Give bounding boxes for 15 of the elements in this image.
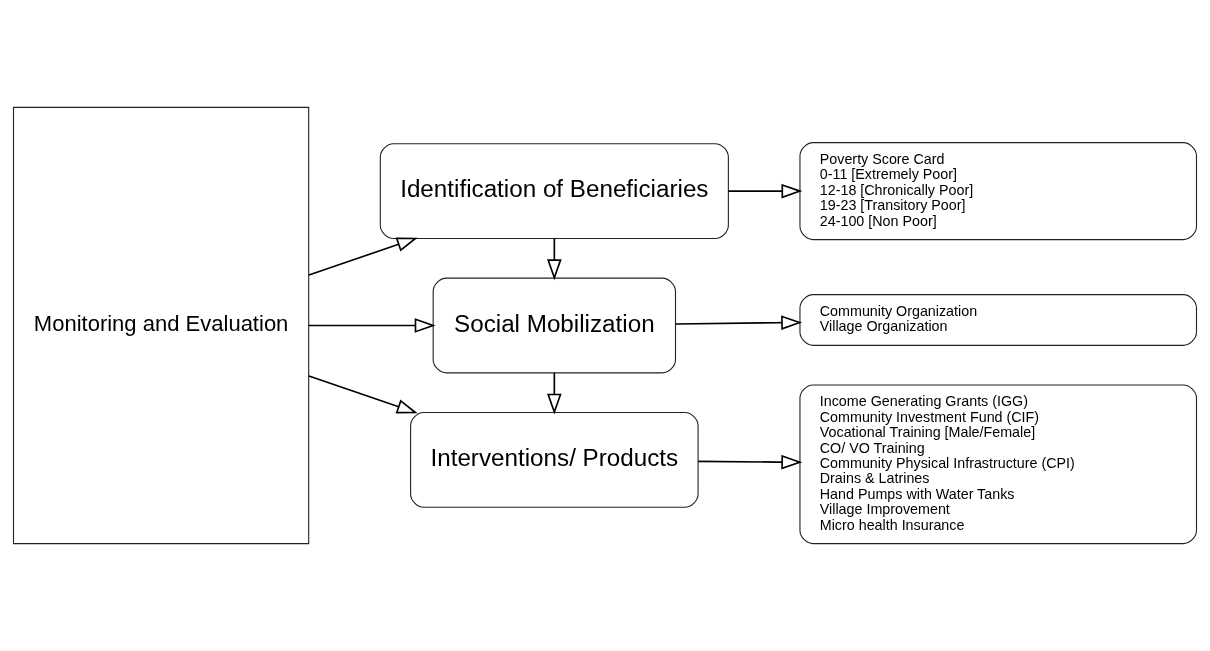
arrow: [697, 454, 803, 470]
node-box: Interventions/ Products: [410, 411, 699, 508]
node-box: Monitoring and Evaluation: [12, 106, 310, 545]
arrow: [547, 372, 562, 415]
arrow: [674, 315, 803, 330]
arrow: [308, 237, 418, 276]
node-box: Income Generating Grants (IGG) Community Investment Fund (CIF) Vocational Training [Male/Female] CO/ VO Training Community Physical Infrastructure (CPI) Drains & Latrines Hand Pumps with Water Tanks Village Improvement Micro health Insurance: [799, 384, 1198, 545]
node-box: Identification of Beneficiaries: [379, 143, 729, 240]
arrow: [308, 318, 436, 333]
node-box: Community Organization Village Organization: [799, 294, 1198, 346]
arrow: [308, 375, 418, 414]
arrow: [727, 183, 803, 199]
node-box: Social Mobilization: [432, 277, 677, 374]
arrow: [547, 237, 562, 281]
node-box: Poverty Score Card 0-11 [Extremely Poor] 12-18 [Chronically Poor] 19-23 [Transitory Poor] 24-100 [Non Poor]: [799, 142, 1198, 241]
